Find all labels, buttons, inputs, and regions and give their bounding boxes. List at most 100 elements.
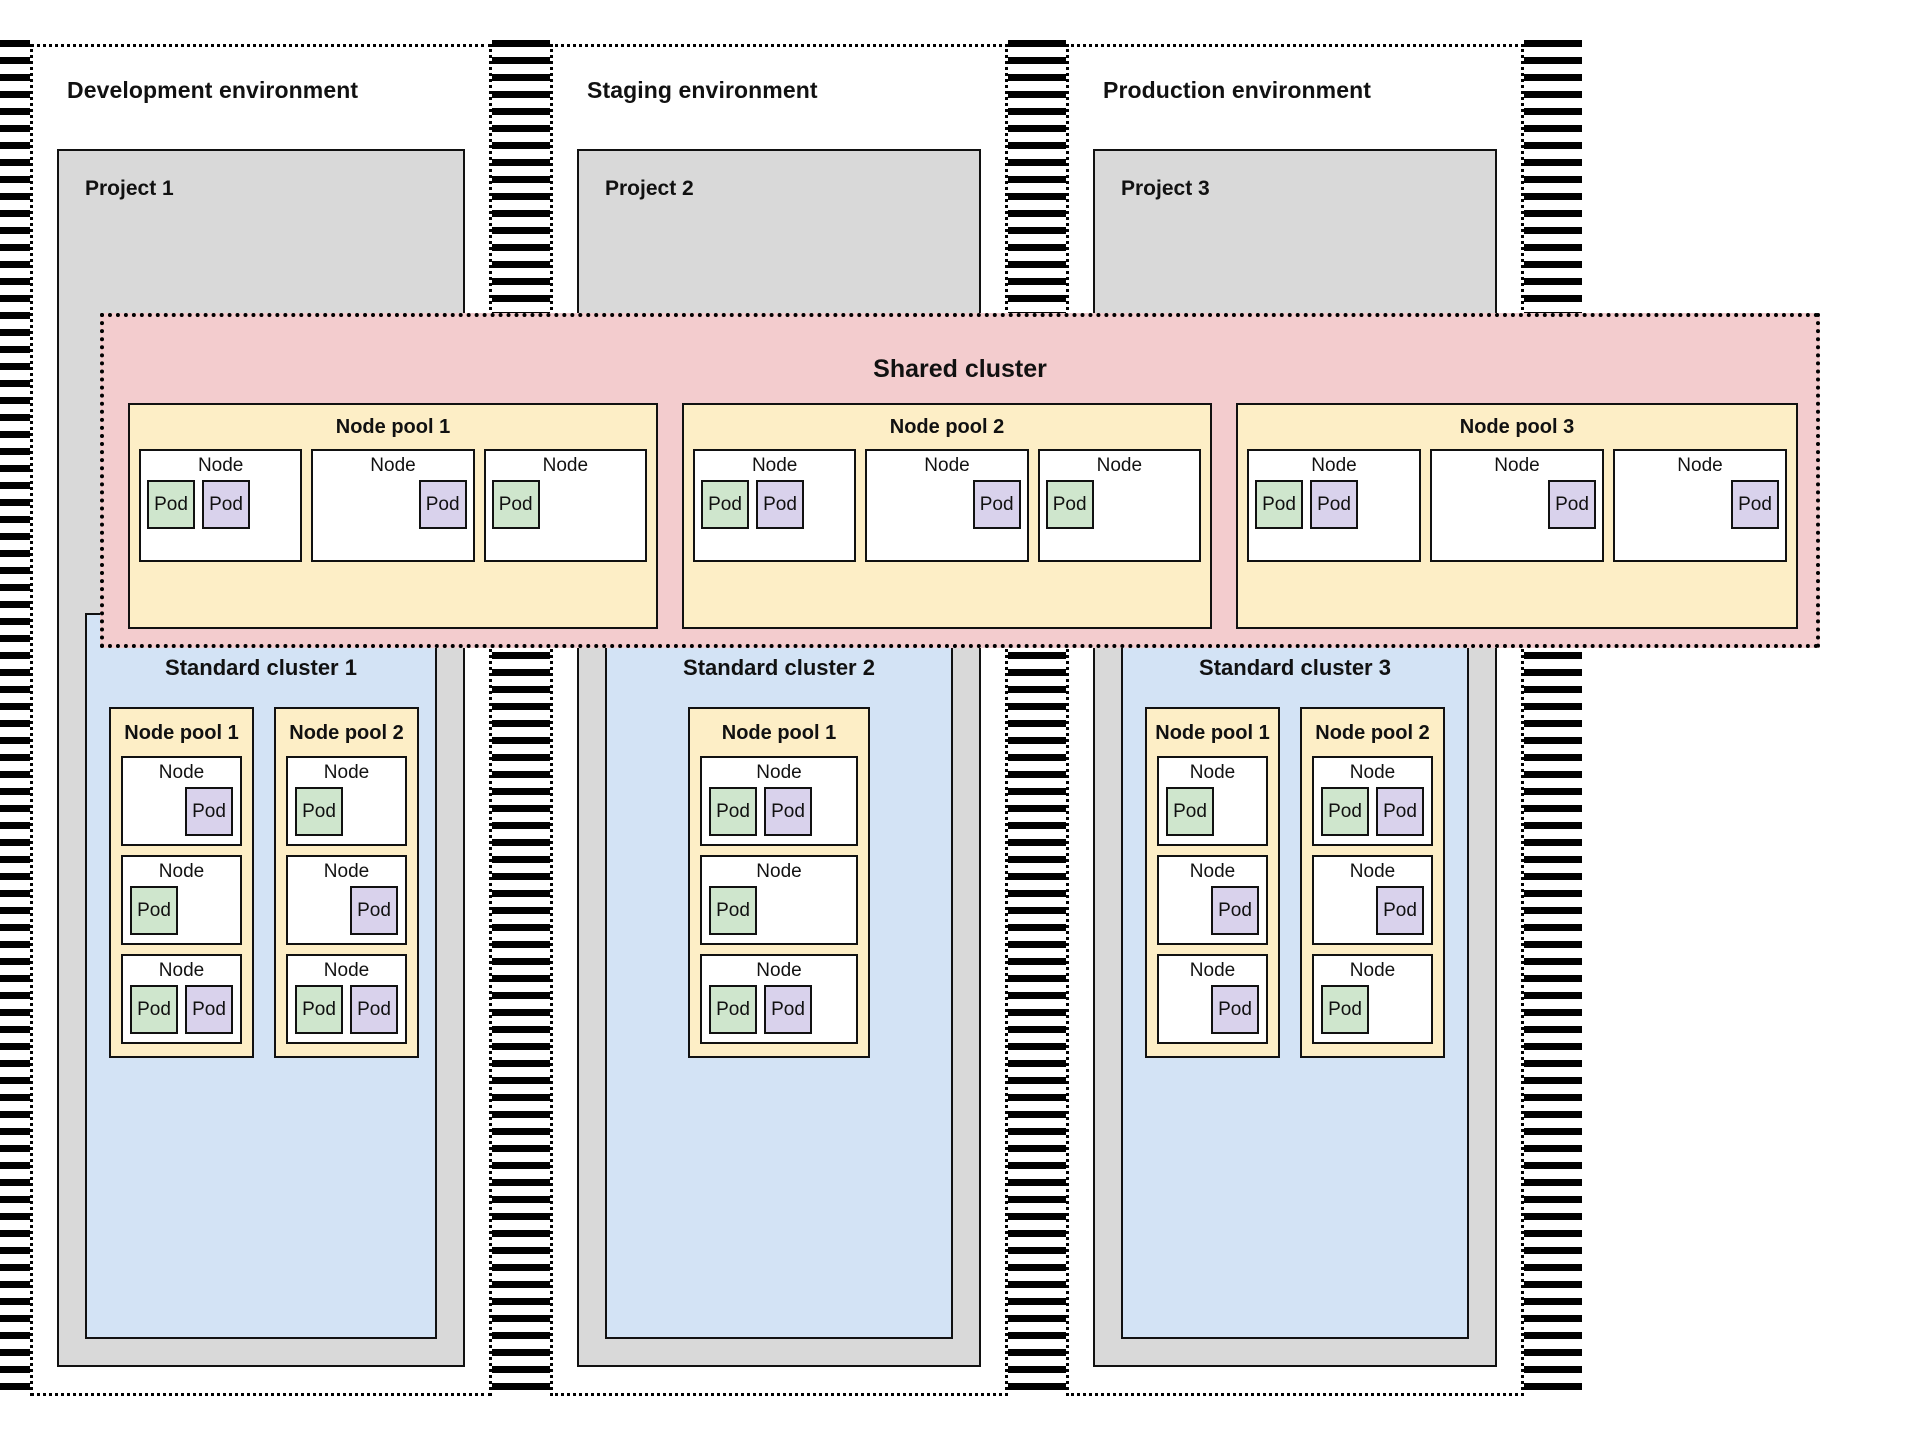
pod-row: Pod bbox=[1321, 885, 1424, 935]
shared-cluster-title: Shared cluster bbox=[873, 355, 1047, 383]
environment-title: Production environment bbox=[1103, 77, 1371, 103]
standard-cluster-title: Standard cluster 3 bbox=[1199, 655, 1391, 680]
node-label: Node bbox=[323, 959, 370, 981]
pod-purple: Pod bbox=[350, 984, 398, 1034]
node-pool-title: Node pool 1 bbox=[335, 416, 451, 438]
pod-green: Pod bbox=[1321, 984, 1369, 1034]
node-pool-title: Node pool 2 bbox=[889, 416, 1005, 438]
node-label: Node bbox=[197, 455, 244, 476]
pod-green: Pod bbox=[491, 479, 540, 529]
node-label: Node bbox=[751, 455, 798, 476]
hatch-divider-2 bbox=[1008, 40, 1066, 1400]
pod-row: Pod bbox=[709, 885, 849, 935]
node-label: Node bbox=[924, 455, 970, 476]
pod-row: Pod bbox=[1166, 984, 1259, 1034]
pod-row: Pod bbox=[130, 885, 233, 935]
pod-green: Pod bbox=[1045, 479, 1094, 529]
pod-row: Pod bbox=[873, 479, 1021, 529]
pod-purple: Pod bbox=[1731, 479, 1779, 529]
node-label: Node bbox=[370, 455, 416, 476]
standard-cluster-title: Standard cluster 1 bbox=[165, 655, 357, 680]
node-pool-title: Node pool 1 bbox=[1155, 722, 1270, 744]
node-pool-title: Node pool 1 bbox=[124, 722, 239, 744]
pod-row: Pod bbox=[491, 479, 639, 529]
node-pool-title: Node pool 2 bbox=[1315, 722, 1430, 744]
node-label: Node bbox=[756, 762, 802, 783]
pod-purple: Pod bbox=[185, 786, 233, 836]
pod-row: Pod bbox=[130, 786, 233, 836]
node-pool-title: Node pool 1 bbox=[721, 722, 837, 744]
environment-title: Development environment bbox=[67, 77, 359, 103]
node-label: Node bbox=[1677, 455, 1723, 476]
node-label: Node bbox=[1189, 762, 1236, 783]
pod-purple: Pod bbox=[1548, 479, 1596, 529]
environment-title: Staging environment bbox=[587, 77, 818, 103]
pod-row: Pod bbox=[1321, 984, 1424, 1034]
pod-green: Pod bbox=[130, 984, 178, 1034]
node-label: Node bbox=[1349, 762, 1396, 783]
pod-green: Pod bbox=[709, 885, 757, 935]
pod-green: Pod bbox=[1255, 479, 1303, 529]
pod-green: Pod bbox=[130, 885, 178, 935]
pod-green: Pod bbox=[701, 479, 749, 529]
node-label: Node bbox=[1096, 455, 1143, 476]
node-label: Node bbox=[542, 455, 589, 476]
node-label: Node bbox=[158, 860, 205, 882]
node-label: Node bbox=[323, 860, 370, 882]
node-label: Node bbox=[1349, 860, 1396, 882]
node-label: Node bbox=[1189, 959, 1236, 981]
pod-green: Pod bbox=[709, 786, 757, 836]
standard-cluster-title: Standard cluster 2 bbox=[683, 655, 875, 680]
node-label: Node bbox=[1311, 455, 1357, 476]
hatch-divider-1 bbox=[492, 40, 550, 1400]
project-title: Project 3 bbox=[1121, 177, 1210, 200]
node-label: Node bbox=[756, 959, 802, 981]
pod-row: Pod bbox=[295, 786, 398, 836]
node-pool-title: Node pool 3 bbox=[1459, 416, 1575, 438]
pod-purple: Pod bbox=[1310, 479, 1358, 529]
hatch-divider-3 bbox=[1524, 40, 1582, 1400]
project-title: Project 2 bbox=[605, 177, 694, 200]
pod-green: Pod bbox=[1321, 786, 1369, 836]
pod-purple: Pod bbox=[764, 786, 812, 836]
pod-purple: Pod bbox=[202, 479, 250, 529]
pod-row: Pod bbox=[1045, 479, 1193, 529]
pod-purple: Pod bbox=[185, 984, 233, 1034]
pod-row: Pod bbox=[319, 479, 467, 529]
node-pool-title: Node pool 2 bbox=[289, 722, 404, 744]
pod-purple: Pod bbox=[350, 885, 398, 935]
pod-purple: Pod bbox=[764, 984, 812, 1034]
pod-purple: Pod bbox=[1376, 885, 1424, 935]
